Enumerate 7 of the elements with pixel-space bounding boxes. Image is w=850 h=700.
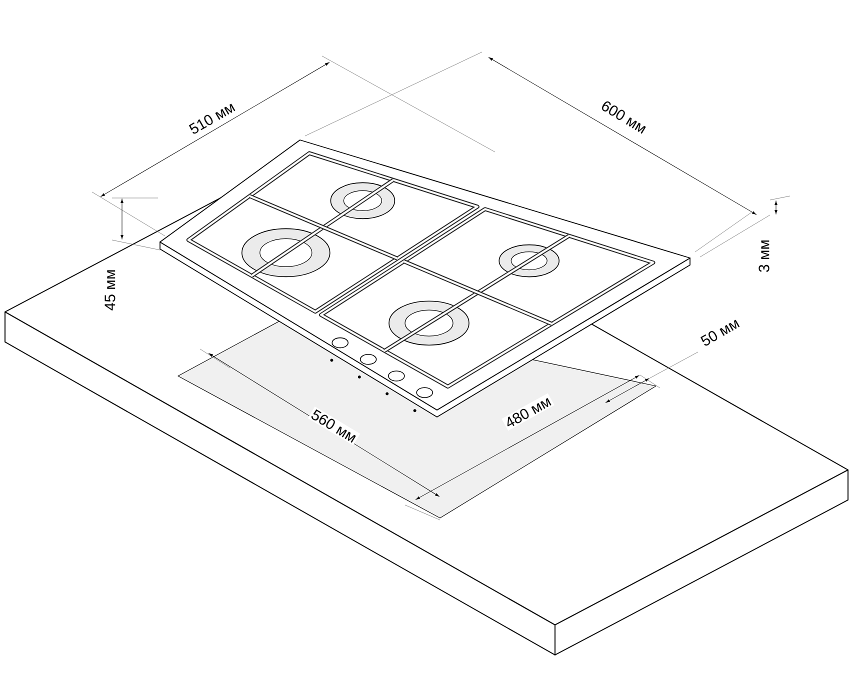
dimension-label: 50 мм — [697, 314, 743, 349]
dimension-label: 480 мм — [502, 393, 554, 431]
dimension-label: 600 мм — [598, 98, 650, 136]
dimension-label: 510 мм — [186, 98, 238, 138]
dimension-label: 3 мм — [757, 238, 771, 274]
dimension-label: 45 мм — [103, 268, 117, 312]
dimension-label: 560 мм — [308, 406, 360, 446]
